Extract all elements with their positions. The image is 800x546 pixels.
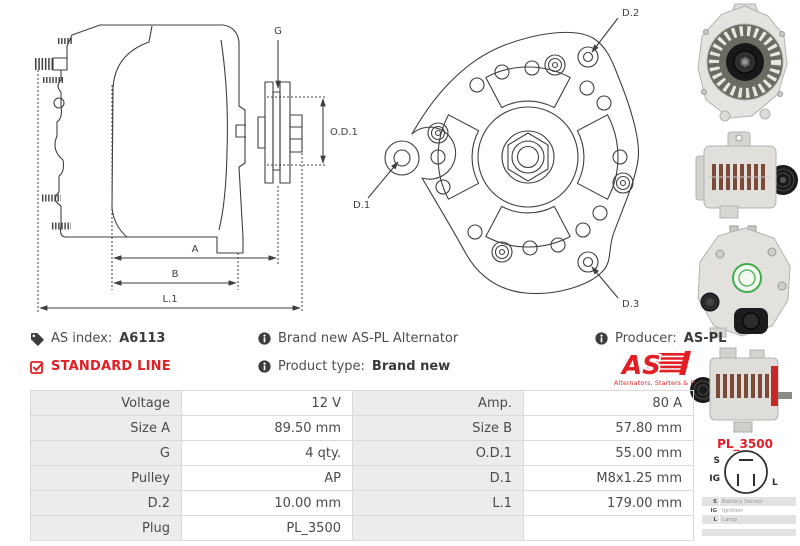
- info-icon: [258, 332, 271, 345]
- as-index-label: AS index:: [51, 331, 113, 346]
- product-photo-side-left[interactable]: [690, 130, 800, 222]
- spec-label: G: [30, 440, 182, 466]
- spec-label: O.D.1: [352, 440, 524, 466]
- product-type: Product type: Brand new: [258, 359, 450, 374]
- legend-pin: L: [702, 515, 720, 524]
- info-icon: [258, 360, 271, 373]
- standard-line-label: STANDARD LINE: [51, 359, 171, 374]
- aspl-logo-text: AS: [620, 351, 661, 381]
- brand-new-text: Brand new AS-PL Alternator: [278, 331, 459, 346]
- table-row: Size A 89.50 mm Size B 57.80 mm: [30, 415, 694, 441]
- product-type-label: Product type:: [278, 359, 365, 374]
- spec-value: 4 qty.: [181, 440, 353, 466]
- spec-value: 89.50 mm: [181, 415, 353, 441]
- producer: Producer: AS-PL: [595, 331, 726, 346]
- legend-desc: Lamp: [722, 516, 738, 523]
- legend-row: S Battery Sensor: [702, 497, 796, 506]
- spec-value: AP: [181, 465, 353, 491]
- spec-label: Size A: [30, 415, 182, 441]
- spec-value: 80 A: [523, 390, 694, 416]
- front-view-drawing: D.2 D.1 D.3: [353, 8, 639, 310]
- plug-pin-ig: IG: [709, 474, 720, 484]
- plug-legend-table: S Battery Sensor IG Ignition L Lamp: [702, 497, 796, 524]
- spec-value: 55.00 mm: [523, 440, 694, 466]
- table-row: Plug PL_3500: [30, 515, 694, 541]
- spec-label: [352, 515, 524, 541]
- aspl-logo: AS Alternators, Starters & Parts: [614, 349, 695, 387]
- as-index: AS index: A6113: [30, 331, 165, 346]
- product-photo-rear[interactable]: [690, 224, 800, 340]
- checkbox-check-icon: [30, 360, 44, 374]
- dim-label-b: B: [172, 269, 179, 280]
- spec-value: 12 V: [181, 390, 353, 416]
- spec-value: 10.00 mm: [181, 490, 353, 516]
- spec-value: [523, 515, 694, 541]
- side-view-drawing: G O.D.1 A B L.1: [35, 24, 358, 312]
- spec-label: D.2: [30, 490, 182, 516]
- dim-label-d2: D.2: [622, 8, 639, 19]
- info-icon: [595, 332, 608, 345]
- plug-pin-l: L: [772, 478, 778, 488]
- spec-label: Voltage: [30, 390, 182, 416]
- plug-pinout-diagram: S IG L: [709, 450, 778, 494]
- legend-desc: Battery Sensor: [722, 498, 763, 505]
- legend-pin: IG: [702, 506, 720, 515]
- as-index-value: A6113: [119, 331, 166, 346]
- aspl-logo-tagline: Alternators, Starters & Parts: [614, 380, 695, 387]
- dim-label-d1: D.1: [353, 200, 370, 211]
- tag-icon: [31, 332, 44, 346]
- dim-label-a: A: [192, 244, 199, 255]
- product-type-value: Brand new: [371, 359, 451, 374]
- legend-row: IG Ignition: [702, 506, 796, 515]
- spec-label: Size B: [352, 415, 524, 441]
- spec-value: PL_3500: [181, 515, 353, 541]
- table-row: Voltage 12 V Amp. 80 A: [30, 390, 694, 416]
- spec-value: M8x1.25 mm: [523, 465, 694, 491]
- plug-name: PL_3500: [717, 437, 773, 451]
- standard-line-badge: STANDARD LINE: [30, 359, 171, 374]
- dim-label-l1: L.1: [162, 294, 177, 305]
- spec-label: D.1: [352, 465, 524, 491]
- dim-label-g: G: [274, 26, 282, 37]
- producer-label: Producer:: [615, 331, 677, 346]
- spec-label: Plug: [30, 515, 182, 541]
- product-photo-front[interactable]: [690, 2, 800, 126]
- legend-divider: [702, 529, 796, 536]
- product-photo-side-right[interactable]: [690, 344, 800, 434]
- table-row: G 4 qty. O.D.1 55.00 mm: [30, 440, 694, 466]
- producer-value: AS-PL: [683, 331, 727, 346]
- spec-table: Voltage 12 V Amp. 80 A Size A 89.50 mm S…: [30, 390, 694, 541]
- brand-new-note: Brand new AS-PL Alternator: [258, 331, 458, 346]
- table-row: D.2 10.00 mm L.1 179.00 mm: [30, 490, 694, 516]
- dim-label-d3: D.3: [622, 299, 639, 310]
- legend-pin: S: [702, 497, 720, 506]
- legend-desc: Ignition: [722, 507, 743, 514]
- plug-pin-s: S: [714, 456, 720, 466]
- spec-value: 57.80 mm: [523, 415, 694, 441]
- spec-label: L.1: [352, 490, 524, 516]
- spec-value: 179.00 mm: [523, 490, 694, 516]
- table-row: Pulley AP D.1 M8x1.25 mm: [30, 465, 694, 491]
- legend-row: L Lamp: [702, 515, 796, 524]
- spec-label: Amp.: [352, 390, 524, 416]
- dim-label-od1: O.D.1: [330, 127, 358, 138]
- spec-label: Pulley: [30, 465, 182, 491]
